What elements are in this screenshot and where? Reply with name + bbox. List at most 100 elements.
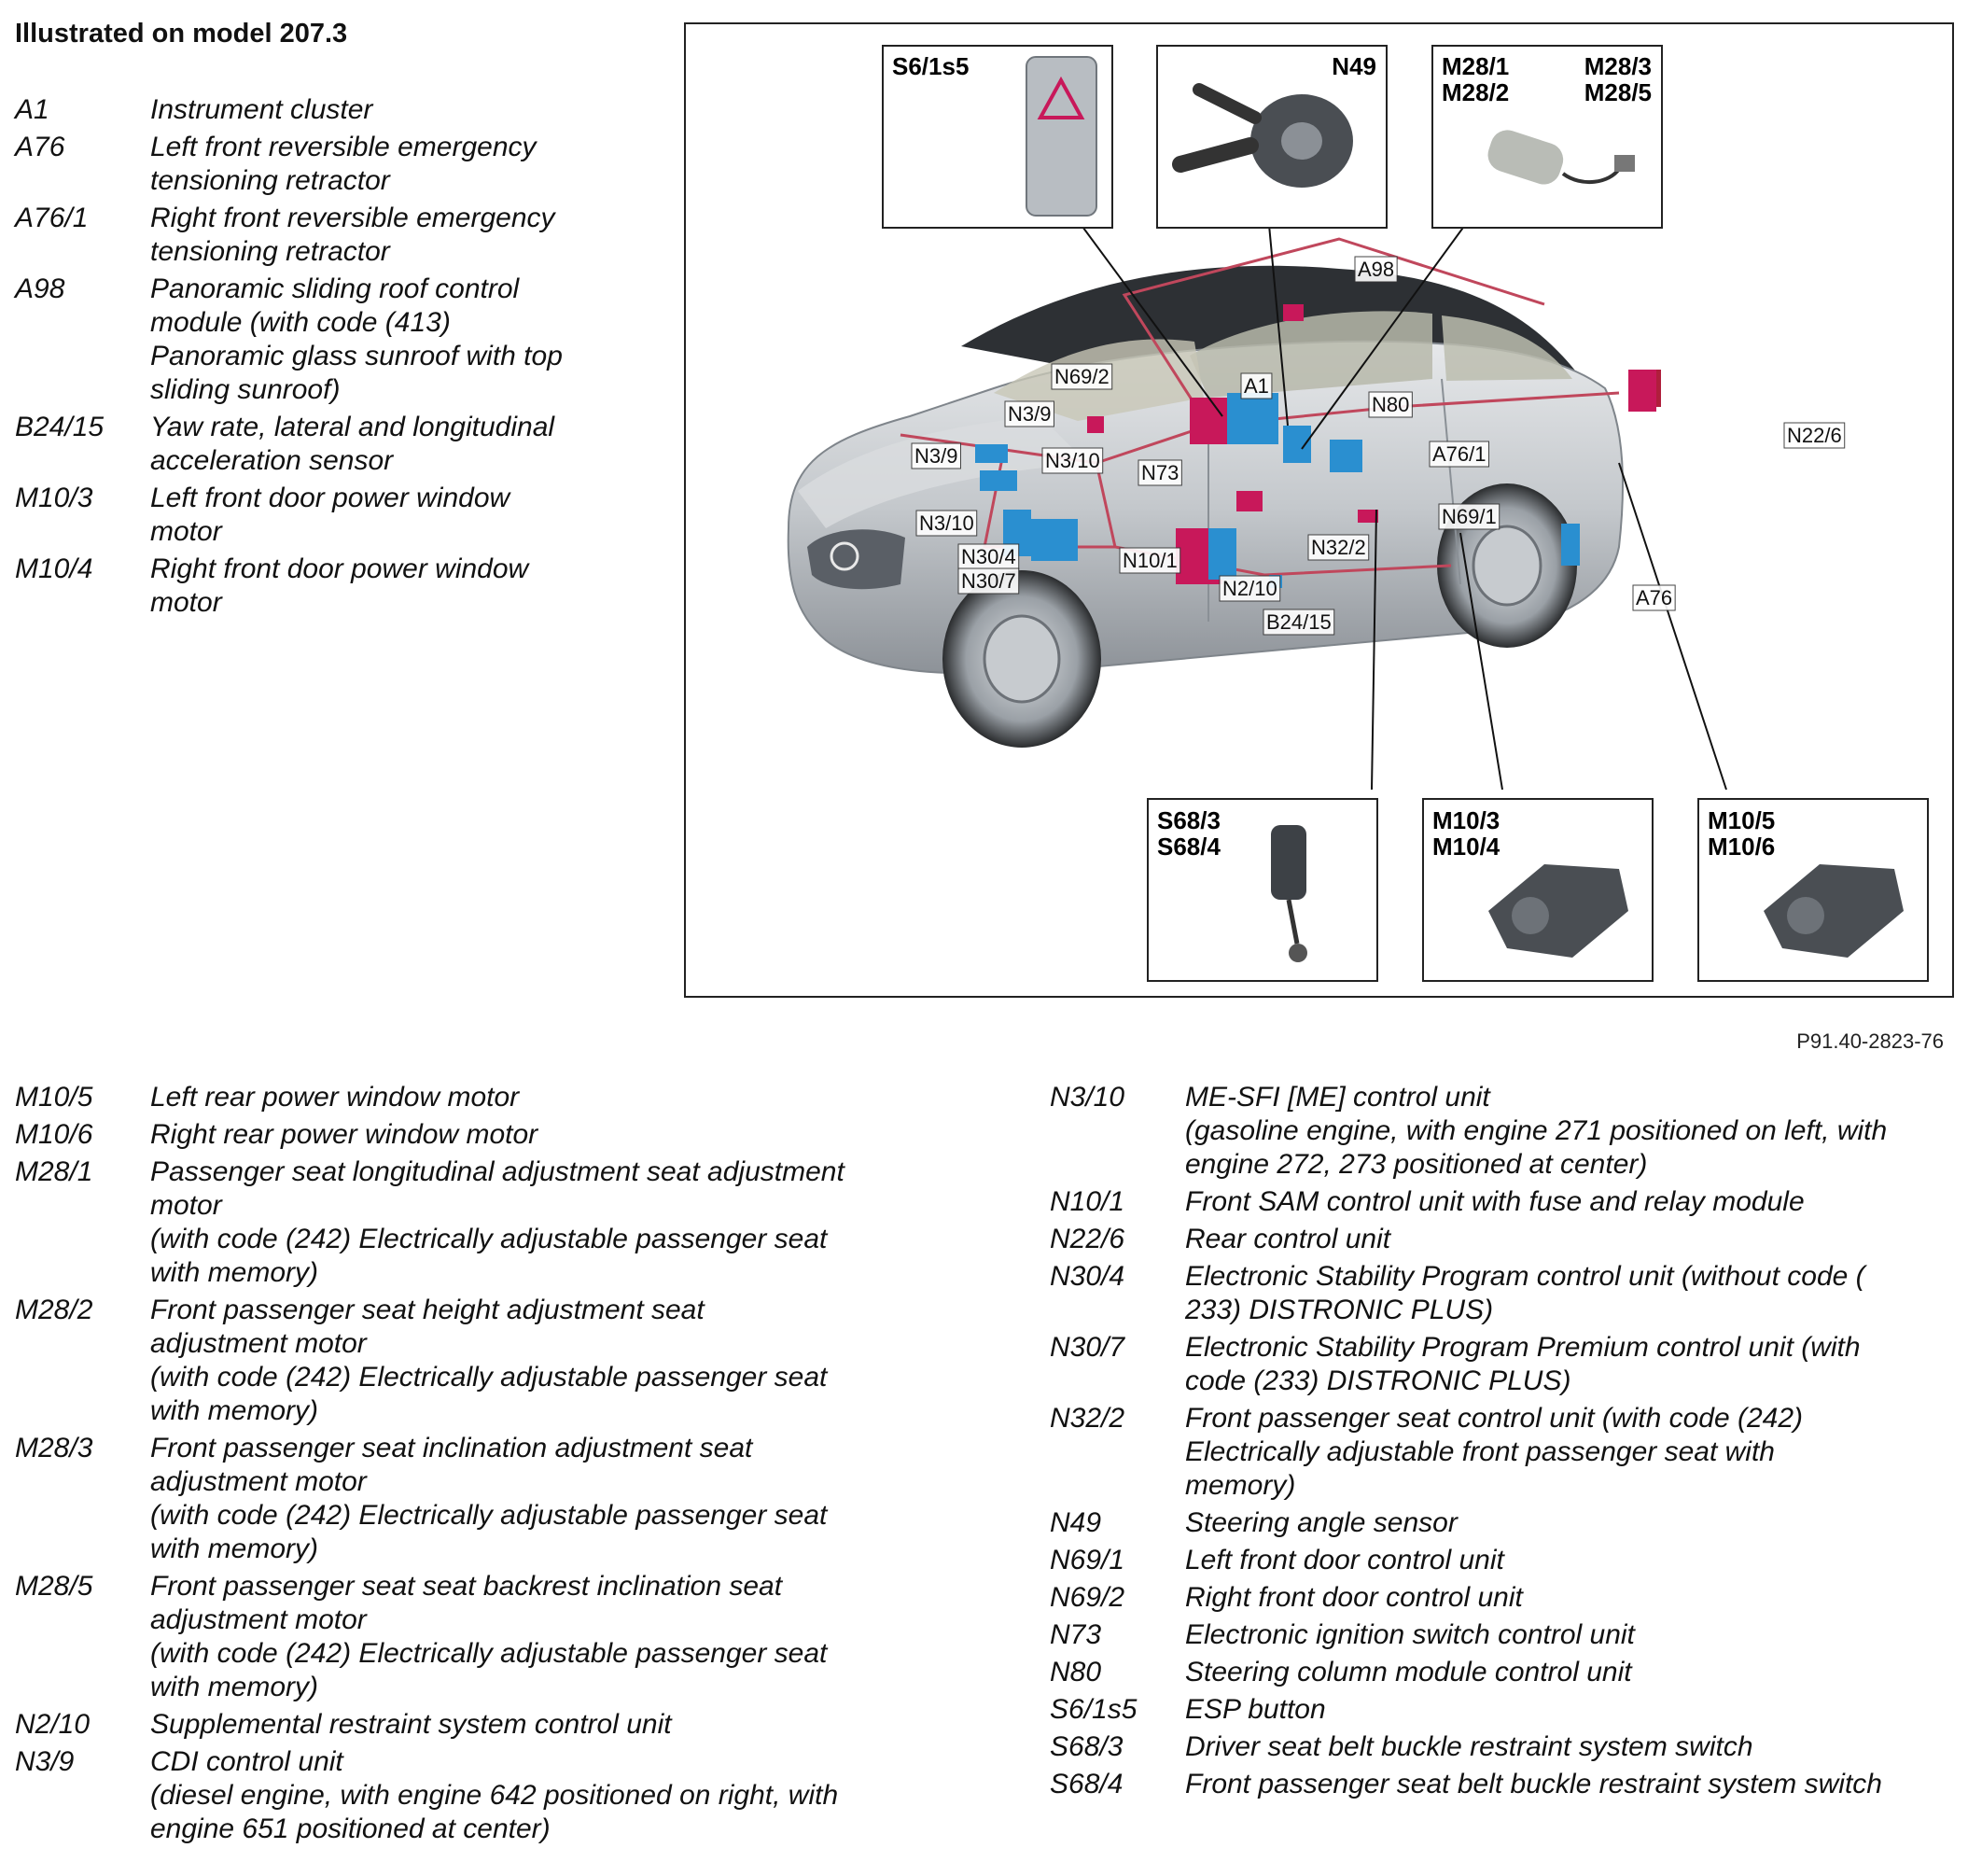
legend-code: M28/5 — [15, 1570, 150, 1704]
callout-text: N73 — [1141, 461, 1179, 484]
callout-text: A76/1 — [1432, 442, 1486, 466]
legend-code: N69/1 — [1050, 1544, 1185, 1577]
legend-description: Left rear power window motor — [150, 1081, 892, 1114]
callout-text: N22/6 — [1787, 424, 1842, 447]
legend-row: N10/1Front SAM control unit with fuse an… — [1050, 1185, 1946, 1219]
car-illustration — [789, 239, 1661, 748]
callout-label: N3/9 — [1005, 401, 1054, 427]
figure-reference: P91.40-2823-76 — [1796, 1029, 1944, 1054]
callout-label: N80 — [1369, 392, 1412, 417]
legend-code: M28/2 — [15, 1294, 150, 1428]
callout-label: N10/1 — [1120, 548, 1180, 573]
callout-text: N32/2 — [1311, 536, 1366, 559]
legend-description: Right front door power window motor — [150, 553, 612, 620]
legend-code: M10/5 — [15, 1081, 150, 1114]
callout-label: A76 — [1633, 585, 1675, 610]
legend-description: Left front door power window motor — [150, 482, 612, 549]
legend-description: Electronic Stability Program Premium con… — [1185, 1331, 1946, 1398]
legend-code: S68/4 — [1050, 1768, 1185, 1801]
callout-text: N69/1 — [1442, 505, 1497, 528]
inset-label: S68/4 — [1157, 833, 1221, 861]
inset-rear-window-motors: M10/5 M10/6 — [1698, 799, 1928, 981]
callout-label: B24/15 — [1263, 609, 1334, 635]
inset-label: M10/6 — [1708, 833, 1775, 861]
legend-code: B24/15 — [15, 411, 150, 478]
legend-description: CDI control unit (diesel engine, with en… — [150, 1745, 892, 1846]
legend-description: Instrument cluster — [150, 93, 612, 127]
callout-text: N3/10 — [1045, 449, 1100, 472]
legend-description: Front passenger seat inclination adjustm… — [150, 1432, 892, 1566]
legend-description: Supplemental restraint system control un… — [150, 1708, 892, 1742]
legend-description: Steering column module control unit — [1185, 1656, 1946, 1689]
callout-label: N3/9 — [912, 443, 960, 469]
legend-row: N3/10ME-SFI [ME] control unit (gasoline … — [1050, 1081, 1946, 1182]
legend-description: Front passenger seat seat backrest incli… — [150, 1570, 892, 1704]
callout-text: N10/1 — [1123, 549, 1178, 572]
inset-label: S6/1s5 — [892, 52, 969, 80]
legend-code: M10/6 — [15, 1118, 150, 1152]
inset-label: M28/3 — [1584, 52, 1652, 80]
legend-code: N30/4 — [1050, 1260, 1185, 1327]
callout-text: N2/10 — [1222, 577, 1277, 600]
inset-esp-button: S6/1s5 — [883, 46, 1112, 228]
callout-label: N73 — [1138, 460, 1181, 485]
legend-description: Panoramic sliding roof control module (w… — [150, 273, 612, 407]
inset-label: M28/2 — [1442, 78, 1509, 106]
inset-label: M28/1 — [1442, 52, 1509, 80]
legend-description: Right front door control unit — [1185, 1581, 1946, 1615]
vehicle-diagram-frame: S6/1s5 N49 M28/1 M28/2 M28/3 M28/5 S68/3 — [684, 22, 1954, 998]
legend-description: Passenger seat longitudinal adjustment s… — [150, 1155, 892, 1290]
page-heading: Illustrated on model 207.3 — [15, 19, 347, 49]
legend-code: N10/1 — [1050, 1185, 1185, 1219]
legend-code: N3/10 — [1050, 1081, 1185, 1182]
legend-row: N69/2Right front door control unit — [1050, 1581, 1946, 1615]
legend-code: A1 — [15, 93, 150, 127]
legend-description: Yaw rate, lateral and longitudinal accel… — [150, 411, 612, 478]
legend-description: Right rear power window motor — [150, 1118, 892, 1152]
inset-label: M10/4 — [1432, 833, 1500, 861]
inset-seat-belt-switch: S68/3 S68/4 — [1148, 799, 1377, 981]
inset-label: N49 — [1332, 52, 1376, 80]
legend-code: M10/4 — [15, 553, 150, 620]
inset-front-window-motors: M10/3 M10/4 — [1423, 799, 1653, 981]
legend-code: N49 — [1050, 1506, 1185, 1540]
legend-code: M28/1 — [15, 1155, 150, 1290]
callout-text: B24/15 — [1266, 610, 1332, 634]
callout-text: N30/7 — [961, 569, 1016, 593]
callout-text: N3/9 — [1008, 402, 1051, 426]
legend-top: A1Instrument clusterA76Left front revers… — [15, 93, 612, 623]
callout-label: N3/10 — [916, 511, 977, 536]
callout-text: A1 — [1244, 374, 1269, 398]
callout-text: N30/4 — [961, 545, 1016, 568]
callout-label: N30/4 — [958, 544, 1019, 569]
legend-description: Right front reversible emergency tension… — [150, 202, 612, 269]
inset-label: M10/5 — [1708, 806, 1775, 834]
legend-code: A76/1 — [15, 202, 150, 269]
callout-label: N22/6 — [1784, 423, 1845, 448]
legend-description: Driver seat belt buckle restraint system… — [1185, 1730, 1946, 1764]
inset-label: M10/3 — [1432, 806, 1500, 834]
legend-code: M10/3 — [15, 482, 150, 549]
inset-steering-angle-sensor: N49 — [1157, 46, 1387, 228]
legend-description: Electronic Stability Program control uni… — [1185, 1260, 1946, 1327]
legend-code: A98 — [15, 273, 150, 407]
legend-row: N22/6Rear control unit — [1050, 1223, 1946, 1256]
callout-label: N3/10 — [1042, 448, 1103, 473]
legend-description: Left front door control unit — [1185, 1544, 1946, 1577]
legend-code: M28/3 — [15, 1432, 150, 1566]
legend-description: Front passenger seat control unit (with … — [1185, 1402, 1946, 1503]
legend-row: M28/1Passenger seat longitudinal adjustm… — [15, 1155, 892, 1290]
